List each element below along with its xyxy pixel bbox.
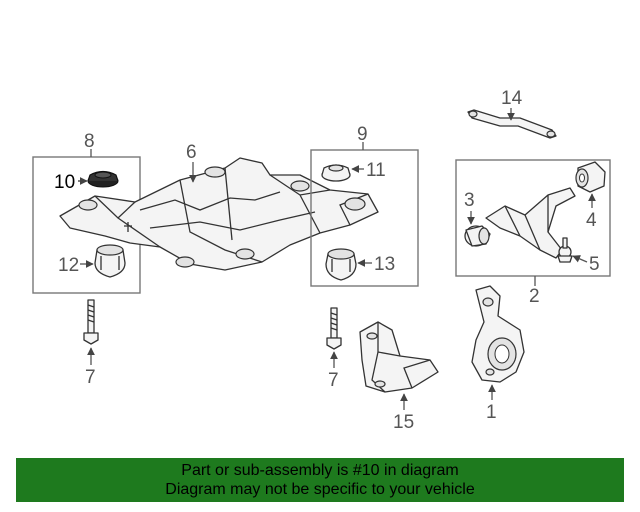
part-12-bushing[interactable]: 12 <box>58 244 126 278</box>
group-box-9: 9 <box>310 124 419 287</box>
callout-4[interactable]: 4 <box>586 210 597 231</box>
part-13-bushing[interactable]: 13 <box>325 248 395 281</box>
callout-5[interactable]: 5 <box>589 254 600 275</box>
part-10-cushion[interactable]: 10 <box>54 170 119 194</box>
part-7-bolt-left[interactable]: 7 <box>83 299 99 388</box>
callout-13[interactable]: 13 <box>374 254 395 275</box>
part-1-knuckle[interactable]: 1 <box>471 285 525 423</box>
group-box-2: 2 <box>455 159 611 307</box>
part-4-bushing[interactable]: 4 <box>575 161 606 231</box>
callout-10[interactable]: 10 <box>54 172 75 193</box>
callout-14[interactable]: 14 <box>501 88 523 109</box>
callout-8[interactable]: 8 <box>84 131 95 152</box>
info-banner: Part or sub-assembly is #10 in diagram D… <box>16 458 624 502</box>
callout-2[interactable]: 2 <box>529 286 540 307</box>
part-6-subframe[interactable]: 6 <box>59 142 379 271</box>
part-15-bracket[interactable]: 15 <box>359 321 439 433</box>
part-14-brace[interactable]: 14 <box>467 88 557 139</box>
part-11-cushion[interactable]: 11 <box>321 160 386 182</box>
callout-7-left[interactable]: 7 <box>85 367 96 388</box>
callout-3[interactable]: 3 <box>464 190 475 211</box>
callout-9[interactable]: 9 <box>357 124 368 145</box>
callout-12[interactable]: 12 <box>58 255 79 276</box>
callout-6[interactable]: 6 <box>186 142 197 163</box>
banner-line-1: Part or sub-assembly is #10 in diagram <box>181 462 459 479</box>
part-3-bushing[interactable]: 3 <box>464 190 491 247</box>
callout-1[interactable]: 1 <box>486 402 497 423</box>
banner-line-2: Diagram may not be specific to your vehi… <box>165 481 475 498</box>
callout-11[interactable]: 11 <box>366 160 386 181</box>
callout-15[interactable]: 15 <box>393 412 414 433</box>
part-2-control-arm[interactable] <box>485 187 576 259</box>
parts-diagram: 8 10 12 6 7 <box>32 88 611 433</box>
callout-7-right[interactable]: 7 <box>328 370 339 391</box>
part-5-ball-joint[interactable]: 5 <box>557 237 600 275</box>
part-7-bolt-right[interactable]: 7 <box>326 307 342 391</box>
